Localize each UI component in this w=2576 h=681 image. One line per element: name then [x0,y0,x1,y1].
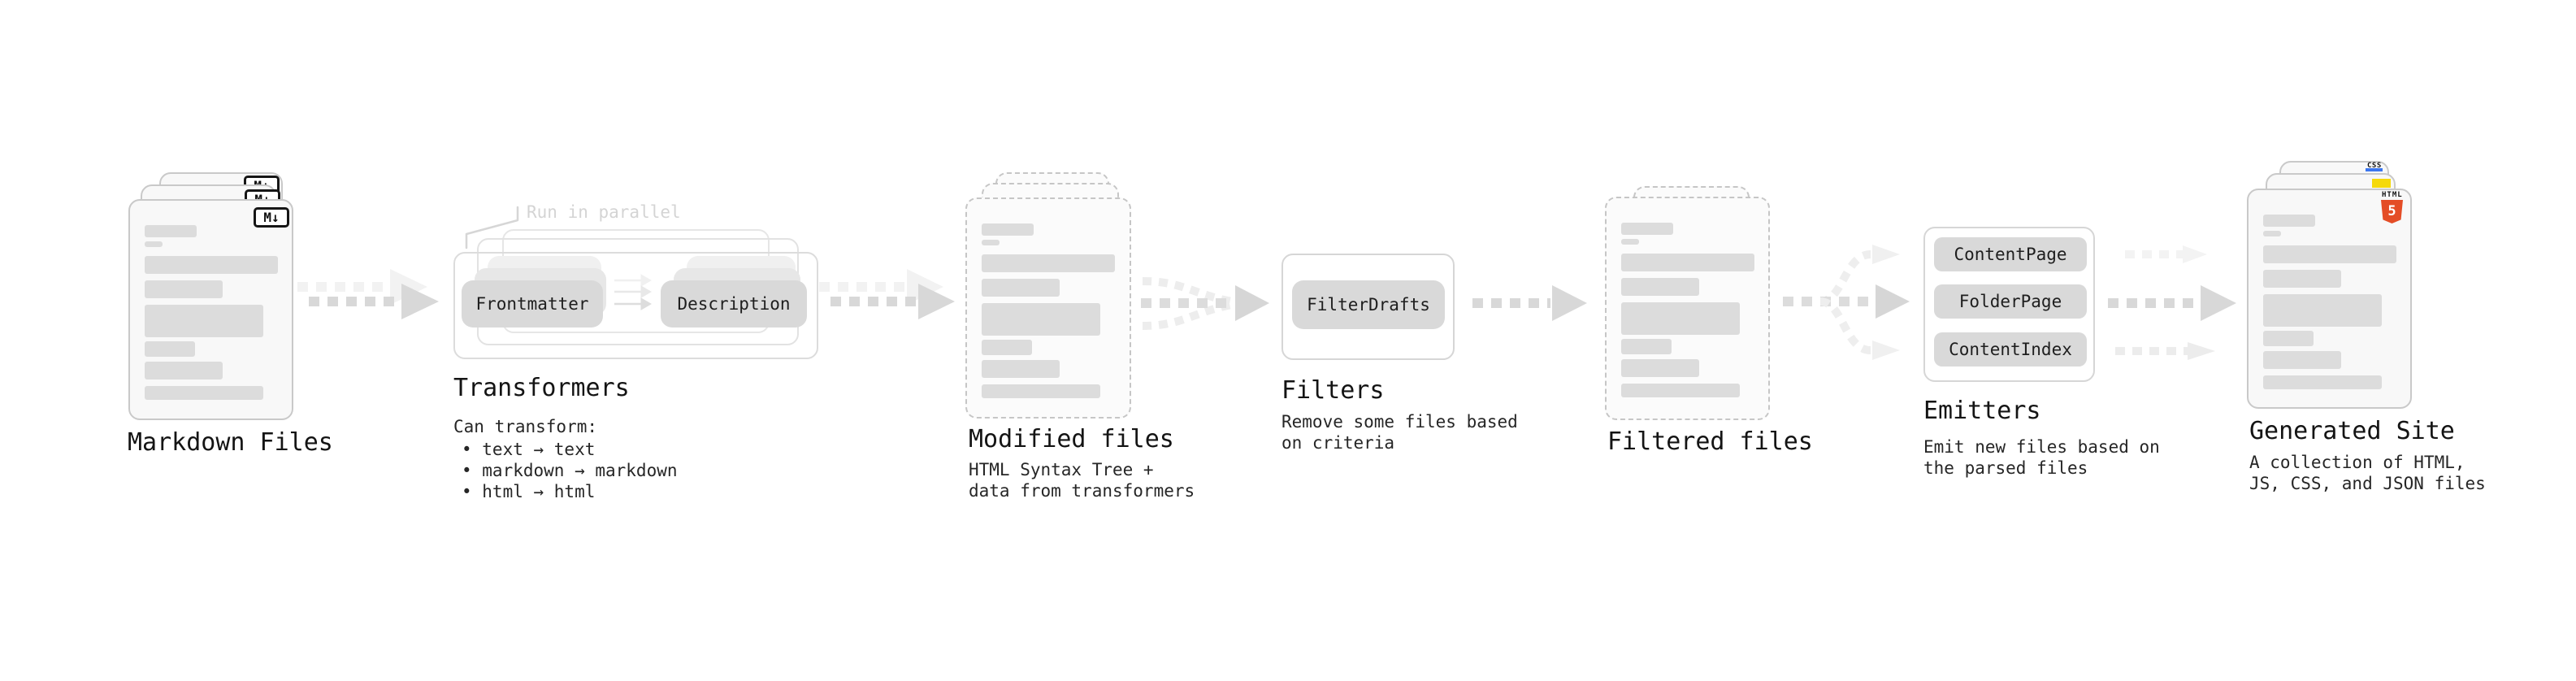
doc-text-bar [2263,375,2382,389]
generated-description-line2: JS, CSS, and JSON files [2249,474,2486,493]
doc-text-bar [982,254,1115,272]
doc-text-bar [145,225,197,237]
js-icon [2372,179,2391,188]
doc-text-bar [145,256,278,274]
arrow-filters-to-filtered [1472,285,1587,321]
arrow-transformers-to-modified [819,269,955,319]
css-icon: CSS [2367,162,2382,170]
doc-text-bar [2263,270,2341,288]
folderpage-pill: FolderPage [1934,284,2087,319]
contentpage-pill: ContentPage [1934,237,2087,271]
doc-text-bar [982,279,1060,297]
doc-text-bar [1621,359,1699,377]
generated-file-card-front [2247,189,2412,409]
arrow-ghost [297,269,427,305]
doc-text-bar [2263,231,2281,236]
stage-label-generated-site: Generated Site [2249,417,2455,445]
markdown-file-card-front [128,199,293,420]
doc-text-bar [982,360,1060,378]
transformers-bullet-2: • markdown → markdown [462,461,678,480]
filtered-file-card-front [1605,197,1770,420]
modified-description-line2: data from transformers [969,481,1195,501]
doc-text-bar [145,241,163,247]
doc-text-bar [145,280,223,298]
doc-text-bar [145,386,263,400]
doc-text-bar [145,305,263,337]
doc-text-bar [2263,294,2382,327]
doc-text-bar [145,362,223,380]
doc-text-bar [1621,239,1639,245]
css-icon-underline [2366,168,2383,171]
doc-text-bar [145,341,195,357]
transformers-bullet-3: • html → html [462,482,596,501]
transformer-box-front [453,252,818,359]
stage-label-emitters: Emitters [1923,397,2041,425]
markdown-icon: M↓ [254,207,289,228]
doc-text-bar [2263,245,2396,263]
run-in-parallel-annotation: Run in parallel [527,202,681,222]
frontmatter-pill: Frontmatter [462,280,603,327]
doc-text-bar [2263,215,2315,227]
filters-description-line2: on criteria [1281,433,1395,453]
html5-icon-label: HTML [2382,191,2403,199]
doc-text-bar [1621,278,1699,296]
arrow-emitters-to-generated [2108,245,2236,360]
html5-icon: 5 [2381,200,2403,223]
transformers-description: Can transform: [453,417,598,436]
doc-text-bar [1621,223,1673,235]
doc-text-bar [1621,384,1740,397]
stage-label-modified-files: Modified files [969,425,1174,453]
generated-description-line1: A collection of HTML, [2249,453,2465,472]
filters-description-line1: Remove some files based [1281,412,1518,432]
modified-description-line1: HTML Syntax Tree + [969,460,1154,479]
description-pill: Description [661,280,807,327]
doc-text-bar [2263,351,2341,369]
doc-text-bar [982,303,1100,336]
arrow-filtered-to-emitters [1783,245,1910,360]
doc-text-bar [982,384,1100,398]
filterdrafts-pill: FilterDrafts [1292,280,1445,329]
contentindex-pill: ContentIndex [1934,332,2087,367]
stage-label-markdown-files: Markdown Files [128,428,333,457]
stage-label-filters: Filters [1281,376,1385,405]
doc-text-bar [1621,339,1672,354]
stage-label-filtered-files: Filtered files [1607,427,1813,456]
transformers-bullet-1: • text → text [462,440,596,459]
doc-text-bar [982,223,1034,236]
doc-text-bar [982,340,1032,355]
arrow-markdown-to-transformers [297,269,439,319]
modified-file-card-front [965,197,1131,419]
doc-text-bar [1621,302,1740,335]
emitters-description-line2: the parsed files [1923,458,2088,478]
doc-text-bar [982,240,1000,245]
arrow-ghost [819,269,943,305]
html5-icon-number: 5 [2387,203,2396,219]
stage-label-transformers: Transformers [453,374,630,402]
arrow-modified-to-filters [1141,277,1269,330]
doc-text-bar [2263,331,2314,346]
emitters-description-line1: Emit new files based on [1923,437,2160,457]
doc-text-bar [1621,254,1754,271]
